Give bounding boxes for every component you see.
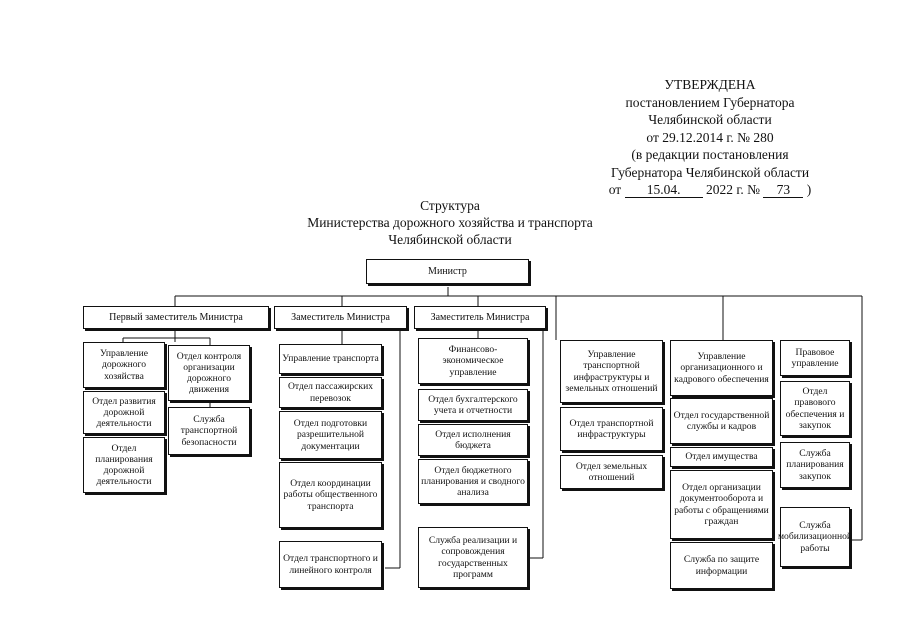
title-line: Структура [420,198,480,213]
dept-box: Отдел транспортной инфраструктуры [560,407,663,451]
dept-box: Отдел имущества [670,447,773,467]
approval-line: постановлением Губернатора [625,94,795,110]
box-label: Заместитель Министра [430,311,530,323]
dept-box: Отдел бухгалтерского учета и отчетности [418,389,528,421]
dept-box: Отдел планирования дорожной деятельности [83,437,165,493]
dept-box: Отдел государственной службы и кадров [670,398,773,444]
box-label: Отдел подготовки разрешительной документ… [293,418,368,452]
dept-box: Служба мобилизационной работы [777,507,853,567]
dept-box: Отдел земельных отношений [560,455,663,489]
box-label: Финансово-экономическое управление [442,344,504,378]
dept-box: Отдел транспортного и линейного контроля [279,541,382,588]
deputy-box: Заместитель Министра [274,306,407,329]
dept-box: Служба по защите информации [670,542,773,589]
dept-box: Правовое управление [780,340,850,376]
box-label: Отдел пассажирских перевозок [287,381,373,404]
approval-heading: УТВЕРЖДЕНА [664,77,756,92]
dept-box: Управление транспортной инфраструктуры и… [560,340,663,403]
box-label: Правовое управление [791,346,839,369]
first-deputy-box: Первый заместитель Министра [83,306,269,329]
approval-line: (в редакции постановления [631,147,789,162]
title-line: Министерства дорожного хозяйства и транс… [307,215,593,230]
dept-box: Служба реализации и сопровождения госуда… [418,527,528,588]
approval-close: ) [806,182,812,197]
minister-box: Министр [366,259,529,284]
dept-box: Управление организационного и кадрового … [670,340,773,396]
dept-box: Отдел подготовки разрешительной документ… [279,411,382,459]
box-label: Первый заместитель Министра [109,311,243,323]
box-label: Служба по защите информации [683,554,760,577]
box-label: Отдел имущества [685,451,758,463]
approval-line: от 29.12.2014 г. № 280 [646,129,774,145]
approval-year: 2022 г. № [705,182,760,197]
dept-box: Служба транспортной безопасности [168,407,250,455]
box-label: Управление транспортной инфраструктуры и… [565,349,658,394]
box-label: Отдел контроля организации дорожного дви… [176,350,242,396]
dept-box: Финансово-экономическое управление [418,338,528,384]
box-label: Отдел организации документооборота и раб… [674,482,769,527]
dept-box: Отдел развития дорожной деятельности [83,391,165,434]
dept-box: Управление транспорта [279,344,382,374]
box-label: Отдел бухгалтерского учета и отчетности [428,393,518,416]
box-label: Служба транспортной безопасности [180,414,238,448]
dept-box: Отдел контроля организации дорожного дви… [168,345,250,401]
dept-box: Отдел организации документооборота и раб… [670,470,773,539]
box-label: Отдел транспортной инфраструктуры [569,417,654,440]
box-label: Служба мобилизационной работы [777,520,853,554]
dept-box: Отдел исполнения бюджета [418,424,528,456]
dept-box: Управление дорожного хозяйства [83,342,165,388]
box-label: Управление транспорта [282,353,379,365]
box-label: Управление дорожного хозяйства [99,348,149,382]
box-label: Отдел земельных отношений [575,460,648,483]
approval-stamp: УТВЕРЖДЕНА постановлением Губернатора Че… [560,76,860,199]
box-label: Отдел координации работы общественного т… [283,478,378,512]
box-label: Министр [428,265,467,277]
approval-line: Челябинской области [648,112,772,127]
dept-box: Отдел правового обеспечения и закупок [780,381,850,436]
box-label: Заместитель Министра [291,311,390,323]
page-title: Структура Министерства дорожного хозяйст… [280,197,620,248]
deputy-fin-box: Заместитель Министра [414,306,546,329]
box-label: Отдел правового обеспечения и закупок [785,386,845,431]
dept-box: Служба планирования закупок [780,442,850,488]
box-label: Отдел исполнения бюджета [435,428,511,451]
box-label: Отдел государственной службы и кадров [673,409,770,432]
box-label: Служба планирования закупок [786,448,844,482]
box-label: Отдел транспортного и линейного контроля [283,553,378,576]
approval-number: 73 [763,183,804,198]
box-label: Управление организационного и кадрового … [674,351,769,385]
box-label: Служба реализации и сопровождения госуда… [428,535,518,580]
box-label: Отдел бюджетного планирования и сводного… [421,464,525,499]
dept-box: Отдел координации работы общественного т… [279,462,382,528]
approval-line: Губернатора Челябинской области [610,164,810,180]
box-label: Отдел планирования дорожной деятельности [95,442,153,488]
approval-from-prefix: от [608,182,622,197]
dept-box: Отдел бюджетного планирования и сводного… [418,459,528,504]
title-line: Челябинской области [388,232,512,247]
dept-box: Отдел пассажирских перевозок [279,377,382,408]
approval-date: 15.04. [624,183,703,198]
box-label: Отдел развития дорожной деятельности [92,395,156,430]
approval-revision-line: от 15.04. 2022 г. № 73 ) [560,181,860,199]
